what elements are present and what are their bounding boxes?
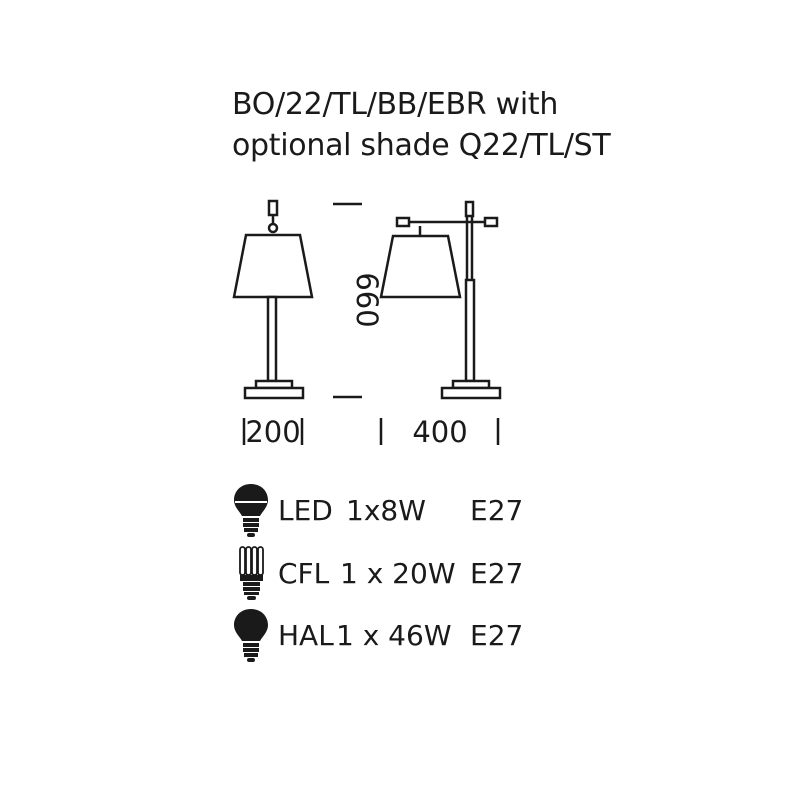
- side-arm-right-end: [483, 216, 499, 228]
- halogen-bulb-icon: [234, 609, 268, 662]
- cfl-bulb-icon: [239, 546, 264, 600]
- bulb-type: CFL: [278, 556, 330, 590]
- side-view-lamp: [379, 200, 502, 400]
- spec-row-cfl: CFL 1 x 20W E27: [232, 545, 523, 601]
- bulb-type: LED: [278, 493, 333, 527]
- side-base-bottom: [440, 386, 502, 400]
- front-finial: [267, 199, 279, 217]
- base-width-dimension-label: 200: [245, 415, 300, 449]
- product-title: BO/22/TL/BB/EBR with optional shade Q22/…: [232, 84, 732, 166]
- bulb-quantity: 1x8W: [346, 493, 426, 527]
- total-width-dimension-label: 400: [412, 415, 467, 449]
- bulb-quantity: 1 x 46W: [336, 618, 452, 652]
- front-finial-knob: [267, 222, 279, 234]
- bulb-socket: E27: [470, 556, 524, 590]
- front-shade: [232, 233, 314, 299]
- side-shade: [379, 234, 462, 299]
- front-base-bottom: [243, 386, 305, 400]
- bulb-type: HAL: [278, 618, 334, 652]
- bulb-socket: E27: [470, 618, 524, 652]
- led-bulb-icon: [234, 484, 268, 537]
- front-stem: [266, 295, 278, 383]
- title-line-2: optional shade Q22/TL/ST: [232, 128, 611, 163]
- height-dimension-label: 660: [350, 272, 384, 327]
- side-arm-left-end: [395, 216, 411, 228]
- side-finial: [464, 200, 475, 218]
- bulb-quantity: 1 x 20W: [340, 556, 456, 590]
- spec-row-led: LED 1x8W E27: [232, 482, 523, 538]
- spec-row-halogen: HAL 1 x 46W E27: [232, 607, 523, 663]
- side-stem: [464, 278, 476, 383]
- bulb-socket: E27: [470, 493, 524, 527]
- front-view-lamp: [232, 199, 314, 400]
- title-line-1: BO/22/TL/BB/EBR with: [232, 87, 559, 122]
